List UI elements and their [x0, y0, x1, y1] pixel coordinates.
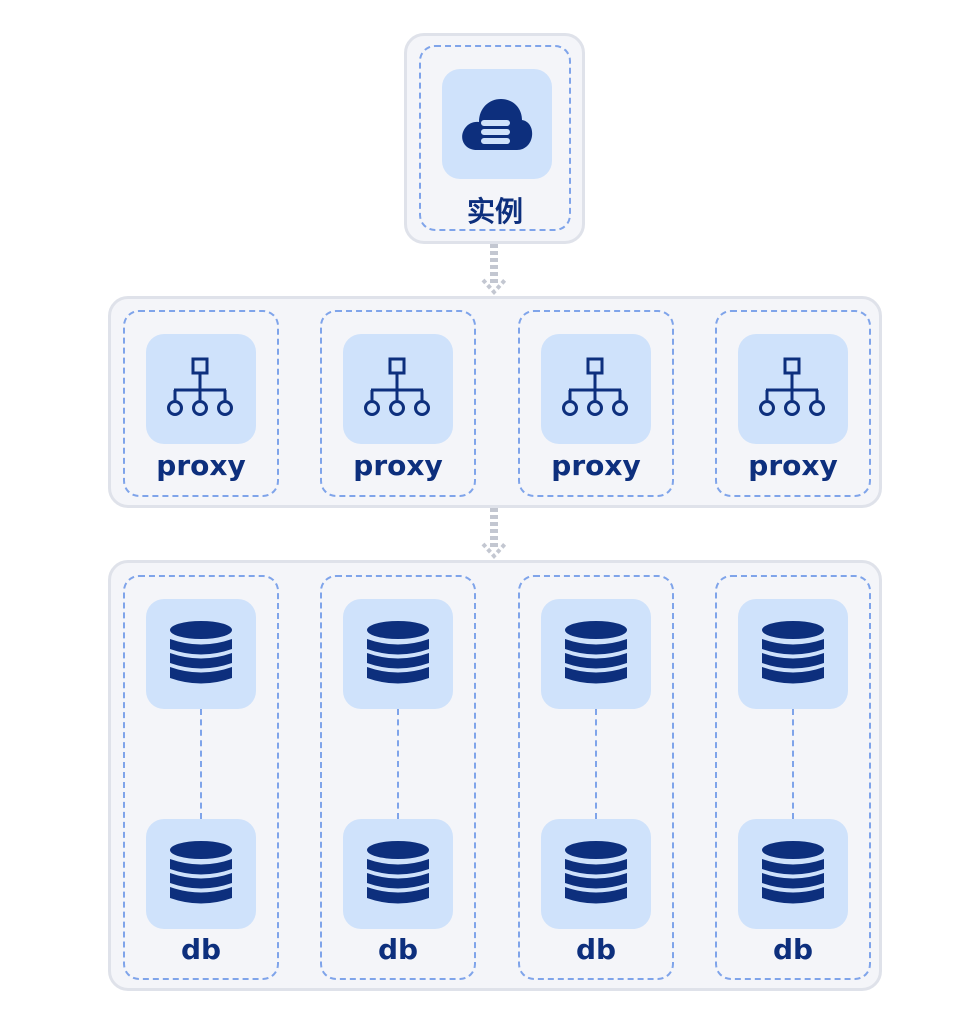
db-group: db db: [108, 560, 882, 991]
instance-cell: 实例: [419, 45, 571, 231]
db-cell: db: [320, 575, 476, 980]
db-replica-node[interactable]: [146, 819, 256, 929]
proxy-label: proxy: [748, 449, 838, 482]
db-label: db: [377, 933, 419, 966]
database-icon: [563, 619, 629, 689]
proxy-node[interactable]: [146, 334, 256, 444]
instance-label: 实例: [466, 195, 523, 228]
proxy-label: proxy: [551, 449, 641, 482]
connector-arrow-icon: [481, 542, 507, 559]
proxy-node[interactable]: [738, 334, 848, 444]
db-primary-node[interactable]: [541, 599, 651, 709]
db-label: db: [772, 933, 814, 966]
cloud-database-icon: [461, 94, 533, 154]
proxy-node[interactable]: [343, 334, 453, 444]
database-icon: [365, 839, 431, 909]
db-primary-node[interactable]: [146, 599, 256, 709]
db-label: db: [180, 933, 222, 966]
network-topology-icon: [166, 356, 236, 422]
instance-group: 实例: [404, 33, 585, 244]
database-icon: [168, 839, 234, 909]
instance-node[interactable]: [442, 69, 552, 179]
db-primary-node[interactable]: [343, 599, 453, 709]
instance-proxy-connector: [490, 244, 498, 284]
network-topology-icon: [758, 356, 828, 422]
network-topology-icon: [561, 356, 631, 422]
database-icon: [365, 619, 431, 689]
database-icon: [760, 619, 826, 689]
db-cell: db: [715, 575, 871, 980]
db-replica-node[interactable]: [541, 819, 651, 929]
proxy-db-connector: [490, 508, 498, 548]
proxy-cell: proxy: [518, 310, 674, 497]
replication-link: [595, 709, 597, 819]
proxy-group: proxy proxy: [108, 296, 882, 508]
database-icon: [563, 839, 629, 909]
connector-arrow-icon: [481, 278, 507, 295]
db-cell: db: [518, 575, 674, 980]
db-label: db: [575, 933, 617, 966]
network-topology-icon: [363, 356, 433, 422]
db-replica-node[interactable]: [343, 819, 453, 929]
database-icon: [760, 839, 826, 909]
proxy-cell: proxy: [123, 310, 279, 497]
proxy-cell: proxy: [715, 310, 871, 497]
proxy-node[interactable]: [541, 334, 651, 444]
database-icon: [168, 619, 234, 689]
proxy-label: proxy: [353, 449, 443, 482]
replication-link: [200, 709, 202, 819]
db-cell: db: [123, 575, 279, 980]
replication-link: [792, 709, 794, 819]
replication-link: [397, 709, 399, 819]
proxy-cell: proxy: [320, 310, 476, 497]
db-primary-node[interactable]: [738, 599, 848, 709]
proxy-label: proxy: [156, 449, 246, 482]
db-replica-node[interactable]: [738, 819, 848, 929]
